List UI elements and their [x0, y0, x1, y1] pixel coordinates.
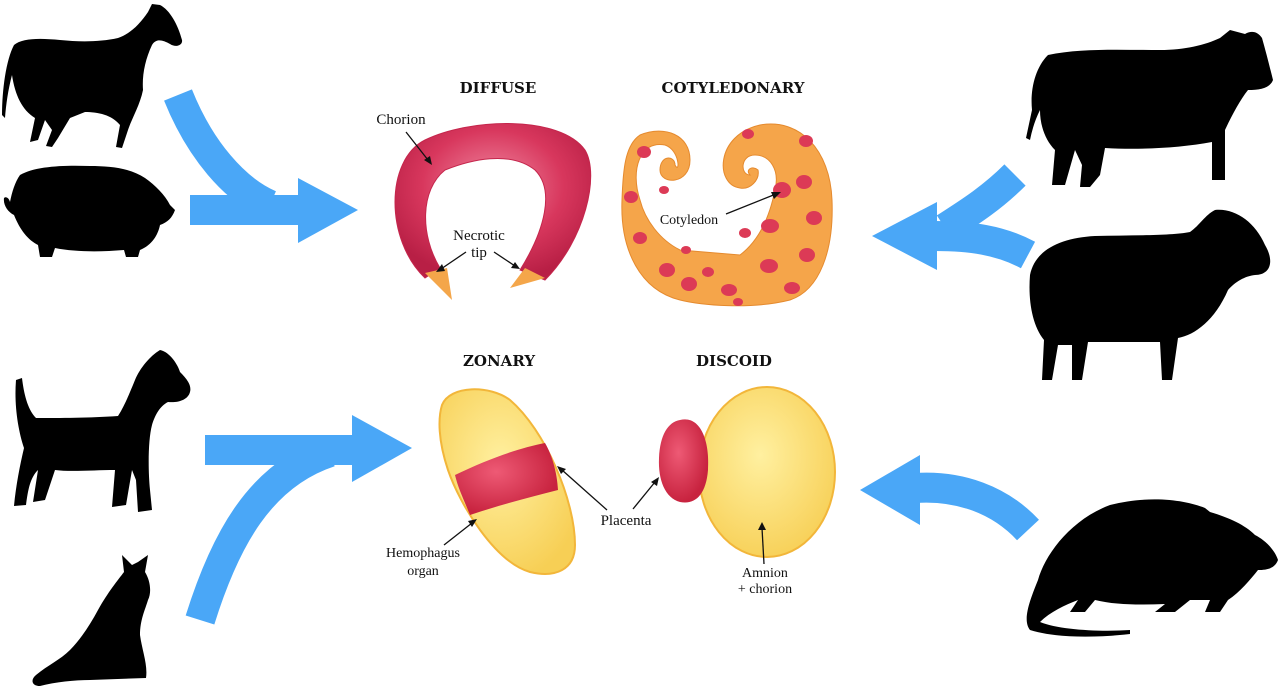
- arrow-dog-cat-to-zonary: [185, 415, 412, 625]
- heading-cotyledonary: COTYLEDONARY: [662, 79, 805, 97]
- label-hemophagus-line1: Hemophagus: [386, 546, 460, 561]
- diffuse-placenta: [394, 123, 592, 300]
- heading-zonary: ZONARY: [463, 352, 535, 370]
- cotyledonary-placenta: [621, 123, 833, 307]
- necrotic-tip-left: [425, 268, 452, 300]
- label-cotyledon: Cotyledon: [660, 213, 718, 228]
- sheep-silhouette-icon: [1029, 209, 1271, 380]
- label-amnion-line2: + chorion: [738, 582, 792, 597]
- heading-diffuse: DIFFUSE: [460, 79, 537, 97]
- label-necrotic-line1: Necrotic: [453, 228, 505, 244]
- horse-silhouette-icon: [2, 4, 183, 148]
- label-amnion-line1: Amnion: [742, 566, 788, 581]
- arrow-cow-sheep-to-cotyledonary: [872, 164, 1036, 270]
- rat-silhouette-icon: [1026, 499, 1278, 637]
- label-necrotic-line2: tip: [471, 245, 487, 261]
- cow-silhouette-icon: [1026, 30, 1273, 187]
- cat-silhouette-icon: [32, 555, 151, 686]
- arrow-horse-pig-to-diffuse: [164, 89, 358, 243]
- arrow-rat-to-discoid: [860, 455, 1039, 541]
- label-chorion: Chorion: [376, 112, 426, 128]
- zonary-placenta: [438, 388, 577, 575]
- label-hemophagus-line2: organ: [407, 564, 439, 579]
- necrotic-tip-right: [510, 268, 545, 288]
- dog-silhouette-icon: [14, 350, 191, 512]
- discoid-placenta: [658, 386, 836, 558]
- pig-silhouette-icon: [3, 165, 175, 257]
- label-placenta: Placenta: [601, 513, 652, 529]
- heading-discoid: DISCOID: [696, 352, 772, 370]
